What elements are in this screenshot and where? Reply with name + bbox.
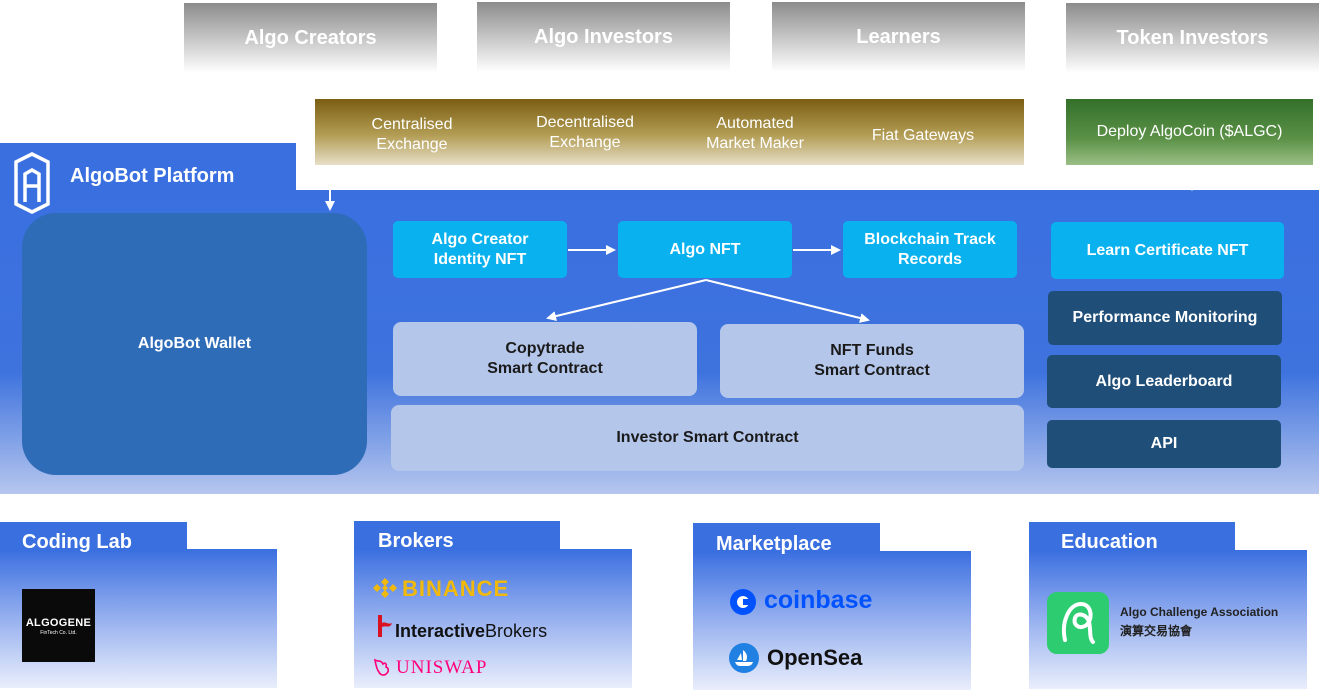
algogene-logo-text: ALGOGENE (25, 617, 92, 629)
panel-title: Education (1061, 531, 1158, 553)
exchange-bar (315, 99, 1024, 165)
panel-title: Brokers (378, 530, 454, 552)
learn-certificate-nft: Learn Certificate NFT (1051, 222, 1284, 279)
binance-diamond-icon (373, 578, 397, 598)
binance-wordmark: BINANCE (402, 576, 510, 601)
stakeholder-label: Algo Creators (244, 26, 377, 49)
stakeholder-label: Token Investors (1116, 26, 1269, 49)
exchange-fiat: Fiat Gateways (858, 126, 988, 146)
exchange-line: Market Maker (706, 135, 804, 152)
box-label: Performance Monitoring (1072, 309, 1258, 326)
box-label: Algo NFT (669, 240, 741, 258)
algobot-wallet: AlgoBot Wallet (22, 213, 367, 475)
coding-lab-tab: Coding Lab (0, 522, 187, 553)
stakeholder-learners: Learners (772, 2, 1025, 72)
deploy-label: Deploy AlgoCoin ($ALGC) (1096, 123, 1283, 140)
box-line: Blockchain Track (864, 230, 996, 248)
association-name-zh: 演算交易協會 (1120, 624, 1193, 638)
exchange-line: Fiat Gateways (871, 127, 975, 144)
exchange-line: Exchange (376, 136, 448, 153)
interactive-brokers-flag-icon (378, 615, 392, 637)
ib-rest: Brokers (485, 621, 548, 641)
algo-leaderboard: Algo Leaderboard (1047, 355, 1281, 408)
exchange-line: Decentralised (536, 114, 634, 131)
opensea-boat-icon (729, 643, 759, 673)
interactive-brokers-wordmark: InteractiveBrokers (395, 621, 547, 642)
stakeholder-token-investors: Token Investors (1066, 3, 1319, 73)
algobot-logo-icon (14, 152, 50, 214)
box-line: Identity NFT (433, 250, 527, 268)
coinbase-wordmark: coinbase (764, 586, 873, 614)
uniswap-wordmark: UNISWAP (396, 657, 488, 678)
box-line: Smart Contract (814, 362, 930, 379)
box-line: Algo Creator (431, 230, 529, 248)
box-label: Algo Leaderboard (1095, 372, 1233, 390)
marketplace-tab: Marketplace (693, 523, 880, 555)
ib-bold: Interactive (395, 621, 486, 641)
box-label: Learn Certificate NFT (1086, 241, 1249, 259)
stakeholder-label: Learners (856, 25, 941, 48)
box-label: API (1150, 435, 1178, 452)
panel-title: Coding Lab (22, 531, 132, 553)
box-line: NFT Funds (830, 342, 914, 359)
performance-monitoring: Performance Monitoring (1048, 291, 1282, 345)
platform-header-tab: AlgoBot Platform (0, 143, 296, 214)
box-line: Smart Contract (487, 360, 603, 377)
brokers-tab: Brokers (354, 521, 560, 552)
exchange-line: Automated (716, 115, 794, 132)
investor-smart-contract: Investor Smart Contract (391, 405, 1024, 471)
algo-challenge-logo-icon (1047, 592, 1109, 654)
stakeholder-algo-creators: Algo Creators (184, 3, 437, 73)
education-tab: Education (1029, 522, 1235, 553)
platform-title: AlgoBot Platform (70, 165, 235, 187)
panel-title: Marketplace (716, 533, 832, 555)
deploy-algocoin-box: Deploy AlgoCoin ($ALGC) (1066, 99, 1313, 165)
association-name-en: Algo Challenge Association (1120, 605, 1279, 619)
algogene-logo: ALGOGENE FinTech Co. Ltd. (22, 589, 95, 662)
box-label: Investor Smart Contract (616, 429, 799, 446)
uniswap-unicorn-icon (373, 658, 390, 676)
exchange-line: Centralised (371, 116, 453, 133)
box-line: Records (897, 250, 963, 268)
coinbase-c-icon (730, 589, 756, 615)
box-line: Copytrade (505, 340, 585, 357)
algo-nft: Algo NFT (618, 221, 792, 278)
algogene-logo-sub: FinTech Co. Ltd. (40, 630, 77, 636)
exchange-line: Exchange (549, 134, 621, 151)
stakeholder-algo-investors: Algo Investors (477, 2, 730, 72)
wallet-label: AlgoBot Wallet (137, 335, 252, 352)
stakeholder-label: Algo Investors (534, 25, 673, 48)
brokers-panel (354, 549, 632, 688)
opensea-wordmark: OpenSea (767, 645, 863, 670)
api-box: API (1047, 420, 1281, 468)
